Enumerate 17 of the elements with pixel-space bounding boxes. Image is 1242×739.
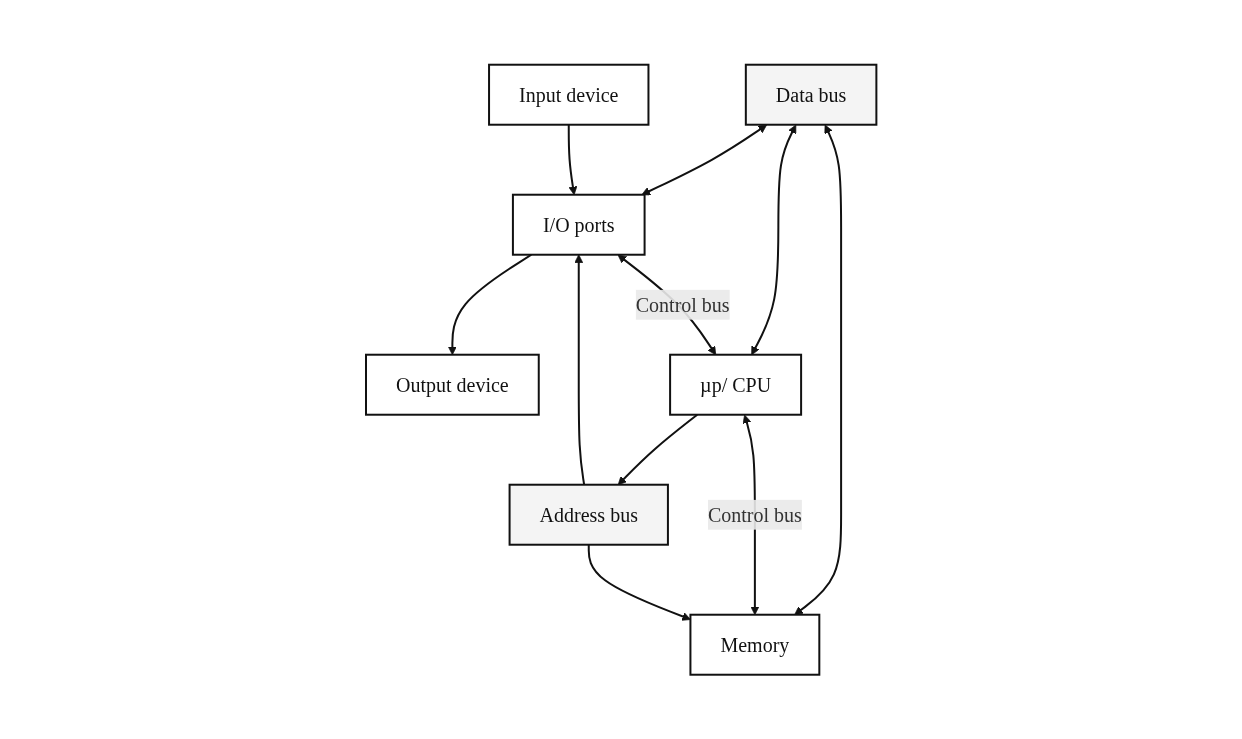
edge-label: Control bus <box>635 293 730 316</box>
node-box: Output device <box>364 353 540 416</box>
arrow <box>587 543 691 621</box>
node-box: Input device <box>487 63 650 126</box>
arrow <box>567 123 578 195</box>
arrow <box>617 413 699 485</box>
arrow <box>574 254 585 486</box>
node-box: Address bus <box>508 483 669 546</box>
node-box: µp/ CPU <box>668 353 802 416</box>
arrow <box>447 253 533 355</box>
arrow <box>751 124 796 355</box>
edge-label: Control bus <box>707 503 802 526</box>
node-box: Memory <box>689 613 821 676</box>
arrow <box>794 124 842 615</box>
node-box: I/O ports <box>511 193 646 256</box>
node-box: Data bus <box>744 63 878 126</box>
arrow <box>641 124 767 196</box>
